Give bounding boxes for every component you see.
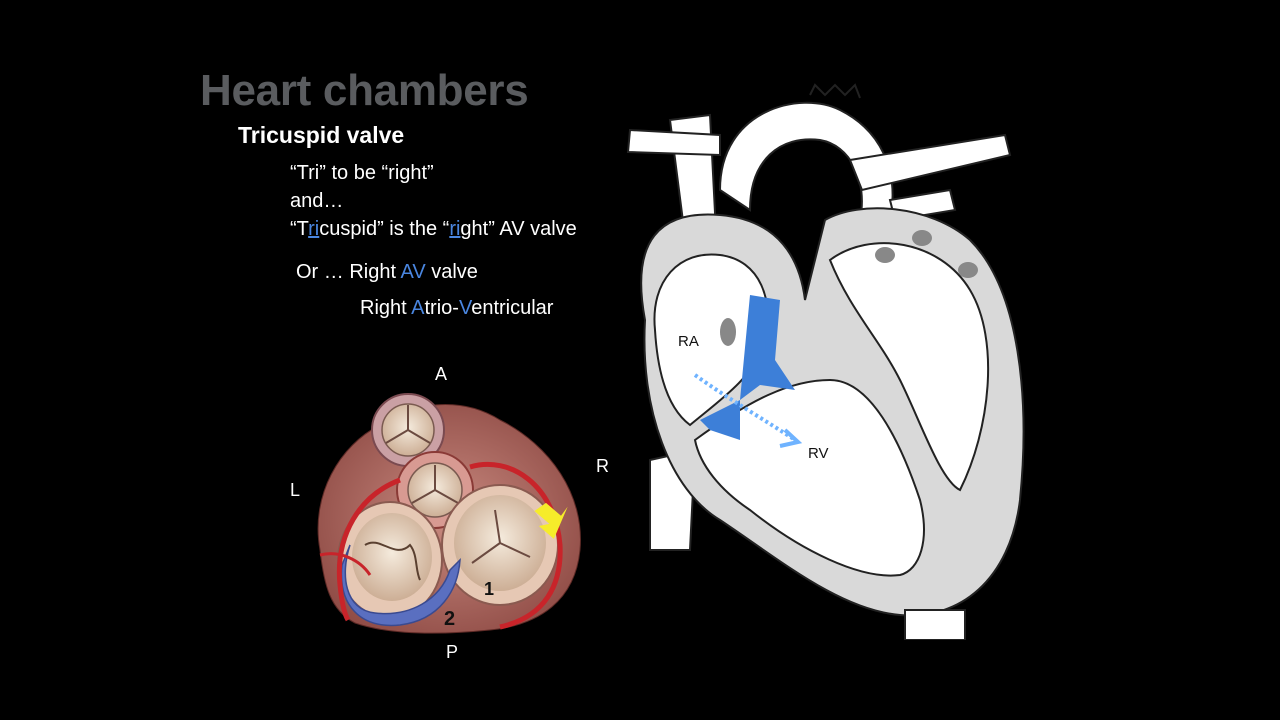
highlight-a: A: [411, 297, 425, 319]
label-rv: RV: [808, 445, 829, 462]
coronary-artery-right: [469, 461, 563, 630]
note-line-4-part: valve: [425, 261, 478, 283]
flow-arrow-icon: [693, 373, 797, 442]
note-line-4: Or … Right AV valve: [296, 261, 478, 284]
highlight-ri-1: ri: [308, 218, 320, 240]
note-line-3-part: cuspid” is the “: [319, 218, 450, 240]
coronary-artery-left: [336, 477, 401, 622]
highlight-ri-2: ri: [449, 218, 461, 240]
note-line-5-part: Right: [360, 297, 412, 319]
note-line-5-part: trio-: [424, 297, 459, 319]
note-line-3: “Tricuspid” is the “right” AV valve: [290, 218, 577, 241]
note-line-5: Right Atrio-Ventricular: [360, 297, 553, 320]
label-ra: RA: [678, 333, 699, 350]
valve-cross-section-illustration: 1 2: [317, 393, 581, 634]
highlight-av: AV: [400, 261, 426, 283]
note-line-5-part: entricular: [471, 297, 554, 319]
note-line-3-part: “T: [290, 218, 309, 240]
label-1: 1: [484, 579, 494, 599]
label-anterior: A: [435, 364, 448, 384]
highlight-v: V: [458, 297, 472, 319]
yellow-arrow-icon: [534, 502, 568, 539]
label-left: L: [290, 480, 301, 500]
note-line-4-part: Or … Right: [296, 261, 401, 283]
coronary-sinus: [340, 544, 461, 627]
heart-section-illustration: RA RV: [626, 83, 1025, 640]
label-right: R: [596, 456, 609, 476]
note-line-2: and…: [290, 190, 344, 212]
tricuspid-valve-leaflet-upper: [740, 295, 795, 400]
left-ventricle: [828, 242, 990, 492]
page-title: Heart chambers: [200, 66, 529, 115]
label-posterior: P: [446, 642, 459, 662]
tricuspid-valve-leaflet-lower: [700, 400, 740, 440]
right-ventricle: [693, 378, 925, 577]
note-line-1: “Tri” to be “right”: [290, 162, 434, 184]
section-subtitle: Tricuspid valve: [238, 122, 405, 148]
label-2: 2: [444, 608, 455, 630]
note-line-3-part: ght” AV valve: [460, 218, 577, 240]
